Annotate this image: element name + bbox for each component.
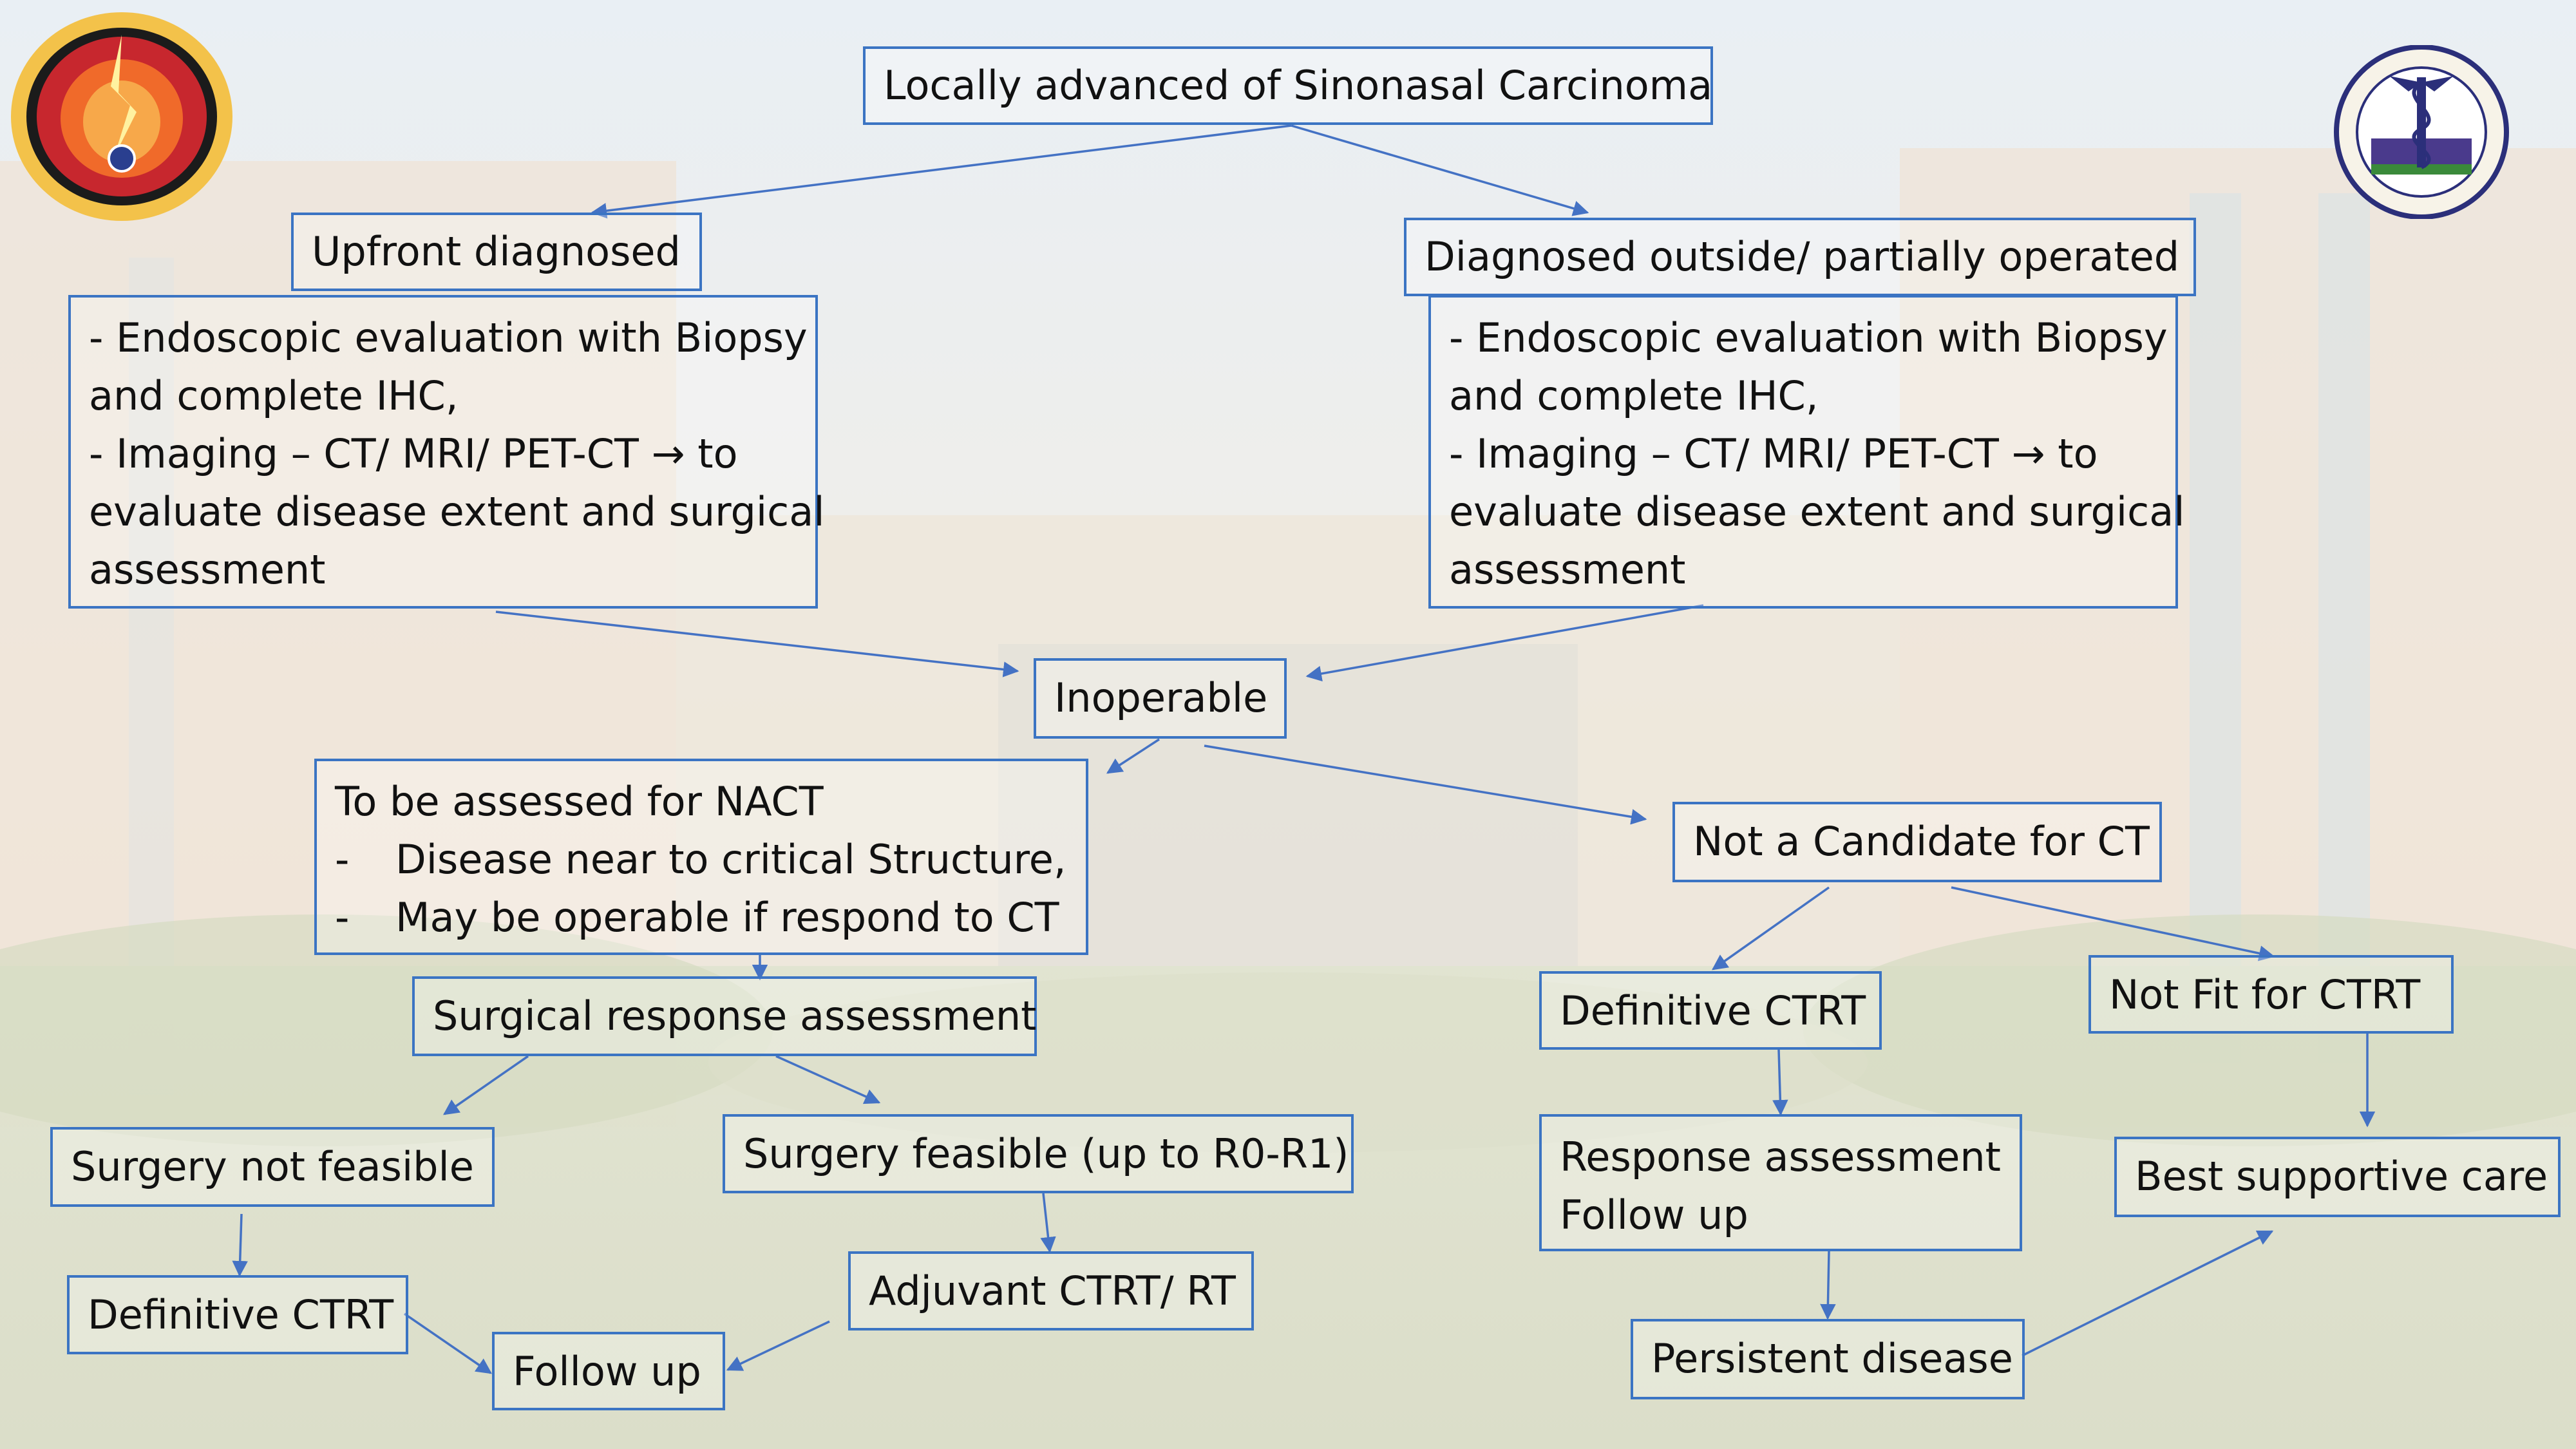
- inoperable-node: Inoperable: [1034, 658, 1287, 739]
- root-node: Locally advanced of Sinonasal Carcinoma: [863, 46, 1713, 125]
- nact-assessment-node: To be assessed for NACT Disease near to …: [314, 759, 1088, 955]
- institute-emblem-logo: [2334, 45, 2509, 219]
- response-assessment-node: Response assessment Follow up: [1539, 1114, 2022, 1251]
- definitive-ctrt-right-node: Definitive CTRT: [1539, 971, 1882, 1050]
- surgery-feasible-node: Surgery feasible (up to R0-R1): [723, 1114, 1354, 1193]
- persistent-disease-node: Persistent disease: [1631, 1319, 2025, 1399]
- not-candidate-ct-node: Not a Candidate for CT: [1672, 802, 2162, 882]
- definitive-ctrt-left-node: Definitive CTRT: [67, 1275, 408, 1354]
- best-supportive-care-node: Best supportive care: [2114, 1137, 2561, 1217]
- diagnosed-outside-node: Diagnosed outside/ partially operated: [1404, 218, 2196, 296]
- association-seal-logo: [11, 12, 232, 221]
- surgery-not-feasible-node: Surgery not feasible: [50, 1127, 495, 1207]
- surgical-response-node: Surgical response assessment: [412, 976, 1037, 1056]
- follow-up-node: Follow up: [492, 1332, 725, 1410]
- outside-workup-details: - Endoscopic evaluation with Biopsy and …: [1428, 295, 2184, 609]
- upfront-diagnosed-node: Upfront diagnosed: [291, 213, 702, 291]
- not-fit-ctrt-node: Not Fit for CTRT: [2088, 955, 2454, 1034]
- upfront-workup-details: - Endoscopic evaluation with Biopsy and …: [68, 295, 824, 609]
- adjuvant-ctrt-rt-node: Adjuvant CTRT/ RT: [848, 1251, 1254, 1331]
